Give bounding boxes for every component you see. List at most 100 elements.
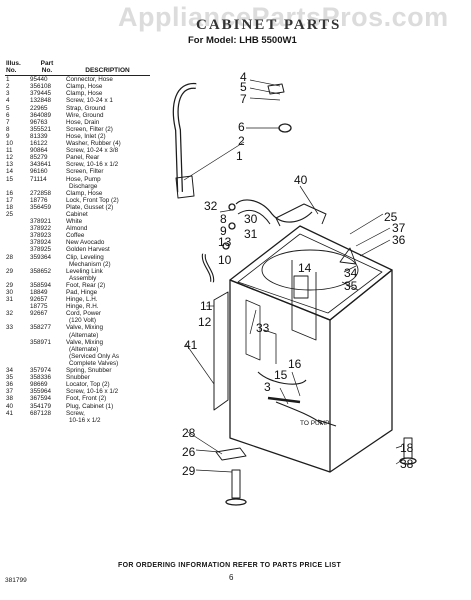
part-description: (Serviced Only As bbox=[69, 352, 120, 360]
model-subtitle: For Model: LHB 5500W1 bbox=[188, 35, 297, 46]
part-number: 90864 bbox=[30, 147, 48, 155]
illus-number: 6 bbox=[6, 111, 10, 119]
part-description: Leveling Link bbox=[66, 267, 103, 275]
illus-number: 4 bbox=[6, 97, 10, 105]
callout-18: 18 bbox=[400, 441, 414, 455]
part-description: Clip, Leveling bbox=[66, 253, 104, 261]
part-number: 364089 bbox=[30, 111, 52, 119]
part-description: Plate, Gusset (2) bbox=[66, 203, 114, 211]
column-header-part: Part No. bbox=[29, 60, 65, 77]
illus-number: 5 bbox=[6, 104, 10, 112]
table-row: 28 359364 Clip, Leveling bbox=[5, 254, 150, 261]
illus-number: 29 bbox=[6, 267, 14, 275]
callout-15: 15 bbox=[274, 368, 288, 382]
callout-32: 32 bbox=[204, 199, 218, 213]
part-number: 359364 bbox=[30, 253, 52, 261]
callout-31: 31 bbox=[244, 227, 258, 241]
part-number: 378921 bbox=[30, 218, 52, 226]
callout-25: 25 bbox=[384, 210, 398, 224]
part-description: Screen, Filter bbox=[66, 168, 104, 176]
part-description: White bbox=[66, 218, 83, 226]
callout-26: 26 bbox=[182, 445, 196, 459]
callout-37: 37 bbox=[392, 221, 406, 235]
part-number: 343641 bbox=[30, 161, 52, 169]
callout-41: 41 bbox=[184, 338, 198, 352]
callout-29: 29 bbox=[182, 464, 196, 478]
part-description: Locator, Top (2) bbox=[66, 381, 110, 389]
part-number: 96763 bbox=[30, 118, 48, 126]
part-number: 358277 bbox=[30, 324, 52, 332]
callout-16: 16 bbox=[288, 357, 302, 371]
part-description: Pad, Hinge bbox=[66, 289, 98, 296]
illus-number: 7 bbox=[6, 118, 10, 126]
part-number: 356459 bbox=[30, 203, 52, 211]
part-description: (Alternate) bbox=[69, 331, 99, 339]
part-description: 10-16 x 1/2 bbox=[69, 416, 101, 424]
part-number: 18775 bbox=[30, 303, 48, 311]
illus-number: 28 bbox=[6, 253, 14, 261]
illus-number: 35 bbox=[6, 374, 14, 382]
part-number: 358971 bbox=[30, 338, 52, 346]
part-description: Spring, Snubber bbox=[66, 367, 112, 375]
part-description: Strap, Ground bbox=[66, 104, 106, 112]
table-row: Assembly bbox=[5, 275, 150, 282]
part-description: Foot, Rear (2) bbox=[66, 281, 106, 289]
callout-34: 34 bbox=[344, 266, 358, 280]
part-number: 379445 bbox=[30, 90, 52, 98]
part-number: 378925 bbox=[30, 246, 52, 254]
illus-number: 34 bbox=[6, 367, 14, 375]
part-description: Cabinet bbox=[66, 210, 88, 218]
part-description: Assembly bbox=[69, 274, 97, 282]
table-row: (Alternate) bbox=[5, 332, 150, 339]
part-number: 95440 bbox=[30, 76, 48, 84]
part-number: 378923 bbox=[30, 232, 52, 240]
part-description: Clamp, Hose bbox=[66, 90, 103, 98]
part-number: 355521 bbox=[30, 125, 52, 133]
part-description: Clamp, Hose bbox=[66, 189, 103, 197]
part-description: Complete Valves) bbox=[69, 359, 119, 367]
callout-1: 1 bbox=[236, 149, 243, 163]
table-row: (Alternate) bbox=[5, 346, 150, 353]
part-description: Mechanism (2) bbox=[69, 260, 111, 268]
illus-number: 11 bbox=[6, 147, 13, 155]
callout-11: 11 bbox=[200, 299, 213, 313]
part-description: Plug, Cabinet (1) bbox=[66, 402, 114, 410]
callout-28: 28 bbox=[182, 426, 196, 440]
document-code: 381799 bbox=[5, 577, 27, 584]
part-number: 378924 bbox=[30, 239, 52, 247]
part-number: 357974 bbox=[30, 367, 52, 375]
illus-number: 37 bbox=[6, 388, 14, 396]
part-number: 18776 bbox=[30, 196, 48, 204]
callout-4: 4 bbox=[240, 70, 247, 84]
part-description: Connector, Hose bbox=[66, 76, 113, 84]
callout-8: 8 bbox=[220, 212, 227, 226]
table-row: (120 Volt) bbox=[5, 317, 150, 324]
part-number: 98669 bbox=[30, 381, 48, 389]
part-description: Lock, Front Top (2) bbox=[66, 196, 119, 204]
part-description: Hose, Pump bbox=[66, 175, 101, 183]
table-row: 378921 White bbox=[5, 218, 150, 225]
part-number: 272858 bbox=[30, 189, 52, 197]
table-row: 10-16 x 1/2 bbox=[5, 417, 150, 424]
illus-number: 8 bbox=[6, 125, 10, 133]
part-description: Foot, Front (2) bbox=[66, 395, 107, 403]
table-row: Complete Valves) bbox=[5, 360, 150, 367]
